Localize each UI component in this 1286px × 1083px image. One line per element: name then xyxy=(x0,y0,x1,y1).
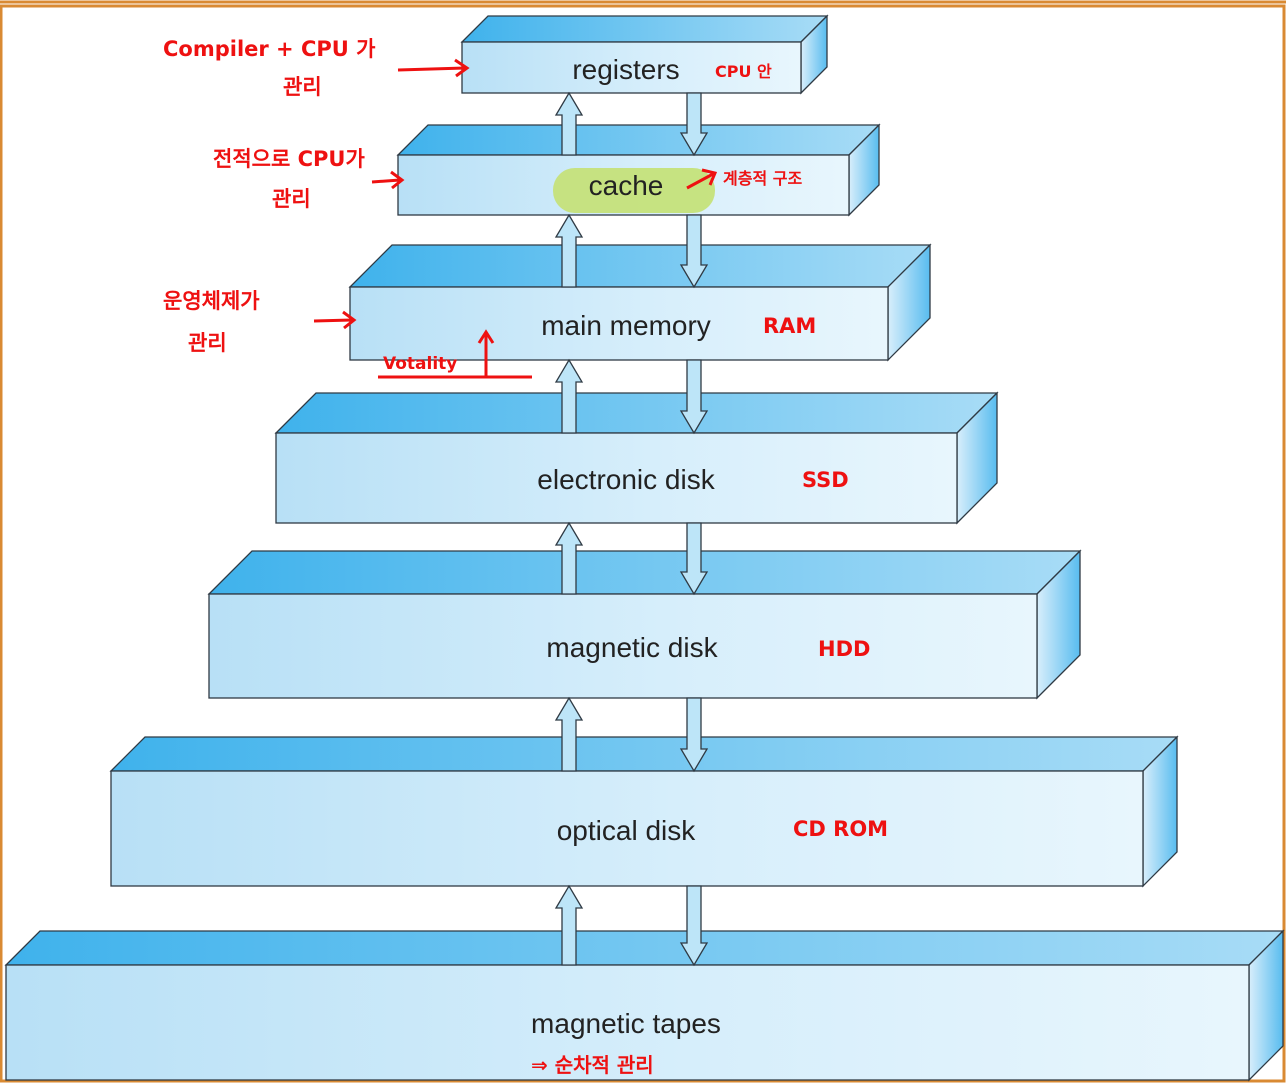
level-note-magnetic-tapes: ⇒ 순차적 관리 xyxy=(531,1053,654,1077)
level-box-main-memory xyxy=(348,243,932,362)
level-box-registers xyxy=(460,14,829,95)
os-note-line2: 관리 xyxy=(188,331,227,355)
compiler-arrow xyxy=(397,58,470,78)
level-note-cache: 계층적 구조 xyxy=(723,169,802,188)
level-label-magnetic-disk: magnetic disk xyxy=(546,632,718,663)
level-front-face xyxy=(275,432,958,524)
level-top-face xyxy=(348,244,932,288)
level-top-face xyxy=(460,15,829,43)
level-front-face xyxy=(5,964,1250,1081)
level-top-face xyxy=(109,736,1179,772)
level-note-main-memory: RAM xyxy=(763,314,816,338)
cache-highlight xyxy=(553,168,715,213)
cache-hierarchy-arrow xyxy=(686,168,718,190)
os-arrow xyxy=(313,310,357,330)
cache-note-line1: 전적으로 CPU가 xyxy=(213,147,365,171)
level-note-electronic-disk: SSD xyxy=(802,468,849,492)
down-arrow xyxy=(679,92,709,157)
level-label-magnetic-tapes: magnetic tapes xyxy=(531,1008,721,1039)
level-note-magnetic-disk: HDD xyxy=(818,637,870,661)
level-note-registers: CPU 안 xyxy=(715,62,772,81)
level-front-face xyxy=(349,286,889,361)
level-label-electronic-disk: electronic disk xyxy=(537,464,715,495)
up-arrow xyxy=(554,884,584,966)
cache-side-arrow xyxy=(371,170,405,190)
level-top-face xyxy=(207,550,1082,595)
up-arrow xyxy=(554,213,584,288)
down-arrow xyxy=(679,214,709,289)
volatility-marker xyxy=(378,329,532,379)
compiler-note-line2: 관리 xyxy=(283,75,322,99)
down-arrow xyxy=(679,697,709,773)
level-label-optical-disk: optical disk xyxy=(557,815,697,846)
up-arrow xyxy=(554,521,584,595)
volatility-label: Votality xyxy=(383,354,457,374)
level-front-face xyxy=(208,593,1038,699)
level-label-cache: cache xyxy=(589,170,664,201)
up-arrow xyxy=(554,91,584,156)
cache-note-line2: 관리 xyxy=(272,187,311,211)
level-front-face xyxy=(110,770,1144,887)
level-top-face xyxy=(396,124,881,156)
os-note-line1: 운영체제가 xyxy=(163,289,260,313)
level-top-face xyxy=(4,930,1285,966)
level-box-magnetic-disk xyxy=(207,549,1082,700)
up-arrow xyxy=(554,696,584,772)
slide-frame xyxy=(0,4,1286,1083)
level-label-registers: registers xyxy=(572,54,679,85)
up-arrow xyxy=(554,358,584,434)
level-box-magnetic-tapes xyxy=(4,929,1285,1082)
annotations: Compiler + CPU 가 관리 전적으로 CPU가 관리 운영체제가 관… xyxy=(163,37,718,379)
down-arrow xyxy=(679,522,709,596)
level-box-electronic-disk xyxy=(274,391,999,525)
down-arrow xyxy=(679,359,709,435)
level-label-main-memory: main memory xyxy=(541,310,711,341)
compiler-note-line1: Compiler + CPU 가 xyxy=(163,37,376,61)
level-note-optical-disk: CD ROM xyxy=(793,817,888,841)
level-top-face xyxy=(274,392,999,434)
level-box-optical-disk xyxy=(109,735,1179,888)
down-arrow xyxy=(679,885,709,967)
